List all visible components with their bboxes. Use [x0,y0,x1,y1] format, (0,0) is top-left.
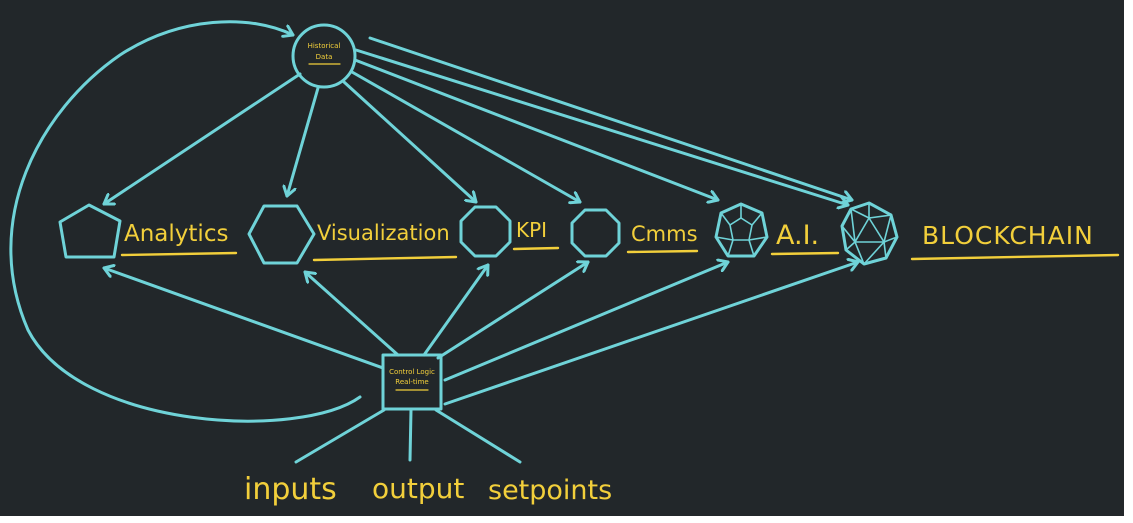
line-control-to-inputs [294,408,386,464]
historical-data-line1: Historical [308,42,341,50]
historical-data-node: Historical Data [291,23,357,89]
arrow-historical-to-visualization [287,86,320,198]
arrow-control-to-kpi [422,263,490,357]
kpi-octagon-icon [459,205,512,258]
arrow-historical-to-cmms [350,70,582,202]
analytics-pentagon-icon [58,203,122,259]
arrow-control-to-ai [443,262,730,382]
visualization-hexagon-icon [247,204,316,265]
kpi-label: KPI [516,218,547,242]
ai-label: A.I. [776,220,819,251]
line-control-to-output [408,408,413,462]
arrow-historical-to-analytics [102,72,302,204]
control-logic-line2: Real-time [395,378,428,386]
ai-dodecahedron-icon [714,202,769,258]
arrow-control-to-analytics [102,268,385,370]
blockchain-icosahedron-icon [840,201,899,266]
historical-data-line2: Data [316,53,333,61]
arrow-control-to-historical-loop [9,20,362,423]
inputs-label: inputs [244,472,337,507]
cmms-label: Cmms [631,222,698,246]
output-label: output [372,472,464,505]
arrow-historical-to-blockchain-2 [368,36,854,200]
arrow-historical-to-ai [353,58,720,200]
line-control-to-setpoints [434,408,522,464]
visualization-label: Visualization [317,221,450,245]
arrow-control-to-blockchain [443,262,860,406]
cmms-octagon-icon [570,208,621,258]
arrow-control-to-cmms [436,262,590,360]
arrow-control-to-visualization [303,270,400,357]
blockchain-label: BLOCKCHAIN [922,221,1094,250]
arrow-historical-to-blockchain [354,48,850,205]
analytics-label: Analytics [124,221,228,247]
control-logic-line1: Control Logic [389,368,435,376]
setpoints-label: setpoints [488,475,612,506]
arrow-historical-to-kpi [342,80,478,204]
